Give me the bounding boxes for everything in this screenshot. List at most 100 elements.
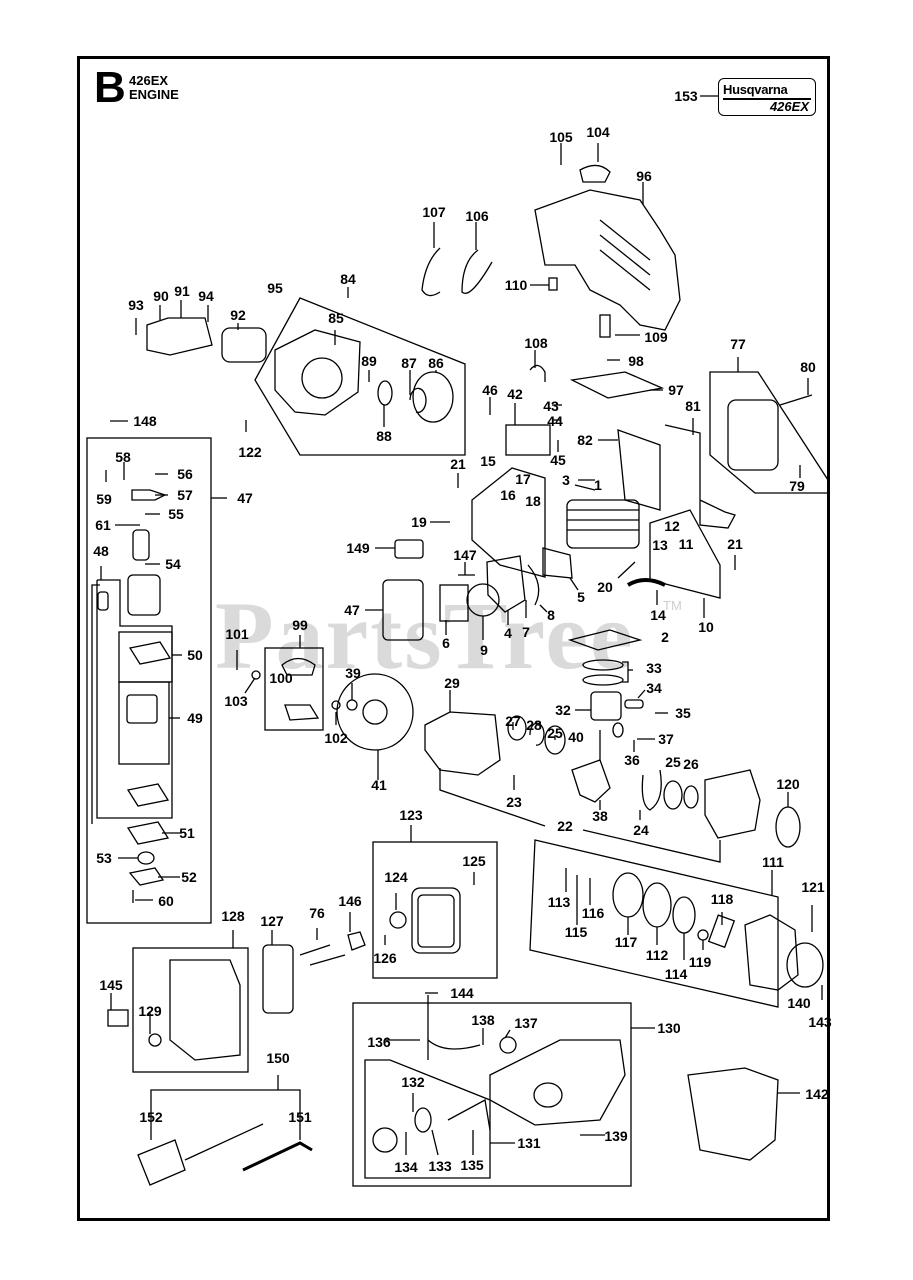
callout-134[interactable]: 134 (394, 1159, 418, 1175)
callout-103[interactable]: 103 (224, 693, 248, 709)
callout-50[interactable]: 50 (187, 647, 203, 663)
callout-16[interactable]: 16 (500, 487, 516, 503)
callout-99[interactable]: 99 (292, 617, 308, 633)
callout-45[interactable]: 45 (550, 452, 566, 468)
callout-121[interactable]: 121 (801, 879, 825, 895)
callout-49[interactable]: 49 (187, 710, 203, 726)
callout-81[interactable]: 81 (685, 398, 701, 414)
callout-133[interactable]: 133 (428, 1158, 452, 1174)
callout-77[interactable]: 77 (730, 336, 746, 352)
callout-136[interactable]: 136 (367, 1034, 391, 1050)
callout-13[interactable]: 13 (652, 537, 668, 553)
callout-91[interactable]: 91 (174, 283, 190, 299)
callout-146[interactable]: 146 (338, 893, 362, 909)
callout-4[interactable]: 4 (504, 625, 512, 641)
callout-124[interactable]: 124 (384, 869, 408, 885)
callout-138[interactable]: 138 (471, 1012, 495, 1028)
callout-15[interactable]: 15 (480, 453, 496, 469)
callout-152[interactable]: 152 (139, 1109, 163, 1125)
callout-101[interactable]: 101 (225, 626, 249, 642)
callout-43[interactable]: 43 (543, 398, 559, 414)
callout-36[interactable]: 36 (624, 752, 640, 768)
callout-34[interactable]: 34 (646, 680, 662, 696)
callout-125[interactable]: 125 (462, 853, 486, 869)
callout-116[interactable]: 116 (581, 905, 605, 921)
callout-113[interactable]: 113 (547, 894, 571, 910)
callout-114[interactable]: 114 (664, 966, 688, 982)
callout-88[interactable]: 88 (376, 428, 392, 444)
callout-51[interactable]: 51 (179, 825, 195, 841)
callout-80[interactable]: 80 (800, 359, 816, 375)
callout-95[interactable]: 95 (267, 280, 283, 296)
callout-105[interactable]: 105 (549, 129, 573, 145)
callout-139[interactable]: 139 (604, 1128, 628, 1144)
callout-60[interactable]: 60 (158, 893, 174, 909)
callout-14[interactable]: 14 (650, 607, 666, 623)
callout-10[interactable]: 10 (698, 619, 714, 635)
callout-29[interactable]: 29 (444, 675, 460, 691)
callout-2[interactable]: 2 (661, 629, 669, 645)
callout-8[interactable]: 8 (547, 607, 555, 623)
callout-25b[interactable]: 25 (665, 754, 681, 770)
callout-7[interactable]: 7 (522, 624, 530, 640)
callout-21b[interactable]: 21 (727, 536, 743, 552)
callout-41[interactable]: 41 (371, 777, 387, 793)
callout-5[interactable]: 5 (577, 589, 585, 605)
callout-28[interactable]: 28 (526, 717, 542, 733)
callout-84[interactable]: 84 (340, 271, 356, 287)
callout-35[interactable]: 35 (675, 705, 691, 721)
callout-123[interactable]: 123 (399, 807, 423, 823)
callout-140[interactable]: 140 (787, 995, 811, 1011)
callout-11[interactable]: 11 (678, 536, 694, 552)
callout-47a[interactable]: 47 (237, 490, 253, 506)
callout-112[interactable]: 112 (645, 947, 669, 963)
callout-92[interactable]: 92 (230, 307, 246, 323)
callout-131[interactable]: 131 (517, 1135, 541, 1151)
callout-44[interactable]: 44 (547, 413, 563, 429)
callout-42[interactable]: 42 (507, 386, 523, 402)
callout-25a[interactable]: 25 (547, 725, 563, 741)
callout-55[interactable]: 55 (168, 506, 184, 522)
callout-98[interactable]: 98 (628, 353, 644, 369)
callout-19[interactable]: 19 (411, 514, 427, 530)
callout-59[interactable]: 59 (96, 491, 112, 507)
callout-117[interactable]: 117 (614, 934, 638, 950)
callout-6[interactable]: 6 (442, 635, 450, 651)
callout-118[interactable]: 118 (710, 891, 734, 907)
callout-79[interactable]: 79 (789, 478, 805, 494)
callout-89[interactable]: 89 (361, 353, 377, 369)
callout-85[interactable]: 85 (328, 310, 344, 326)
callout-102[interactable]: 102 (324, 730, 348, 746)
callout-110[interactable]: 110 (504, 277, 528, 293)
callout-142[interactable]: 142 (805, 1086, 829, 1102)
callout-115[interactable]: 115 (564, 924, 588, 940)
callout-23[interactable]: 23 (506, 794, 522, 810)
callout-86[interactable]: 86 (428, 355, 444, 371)
callout-93[interactable]: 93 (128, 297, 144, 313)
callout-144[interactable]: 144 (450, 985, 474, 1001)
callout-126[interactable]: 126 (373, 950, 397, 966)
callout-109[interactable]: 109 (644, 329, 668, 345)
callout-127[interactable]: 127 (260, 913, 284, 929)
callout-90[interactable]: 90 (153, 288, 169, 304)
callout-104[interactable]: 104 (586, 124, 610, 140)
callout-96[interactable]: 96 (636, 168, 652, 184)
callout-153[interactable]: 153 (674, 88, 698, 104)
callout-106[interactable]: 106 (465, 208, 489, 224)
callout-145[interactable]: 145 (99, 977, 123, 993)
callout-108[interactable]: 108 (524, 335, 548, 351)
callout-17[interactable]: 17 (515, 471, 531, 487)
callout-151[interactable]: 151 (288, 1109, 312, 1125)
callout-119[interactable]: 119 (688, 954, 712, 970)
callout-47b[interactable]: 47 (344, 602, 360, 618)
callout-21a[interactable]: 21 (450, 456, 466, 472)
callout-56[interactable]: 56 (177, 466, 193, 482)
callout-147[interactable]: 147 (453, 547, 477, 563)
callout-128[interactable]: 128 (221, 908, 245, 924)
callout-135[interactable]: 135 (460, 1157, 484, 1173)
callout-120[interactable]: 120 (776, 776, 800, 792)
callout-111[interactable]: 111 (762, 854, 784, 870)
callout-143[interactable]: 143 (808, 1014, 832, 1030)
callout-94[interactable]: 94 (198, 288, 214, 304)
callout-46[interactable]: 46 (482, 382, 498, 398)
